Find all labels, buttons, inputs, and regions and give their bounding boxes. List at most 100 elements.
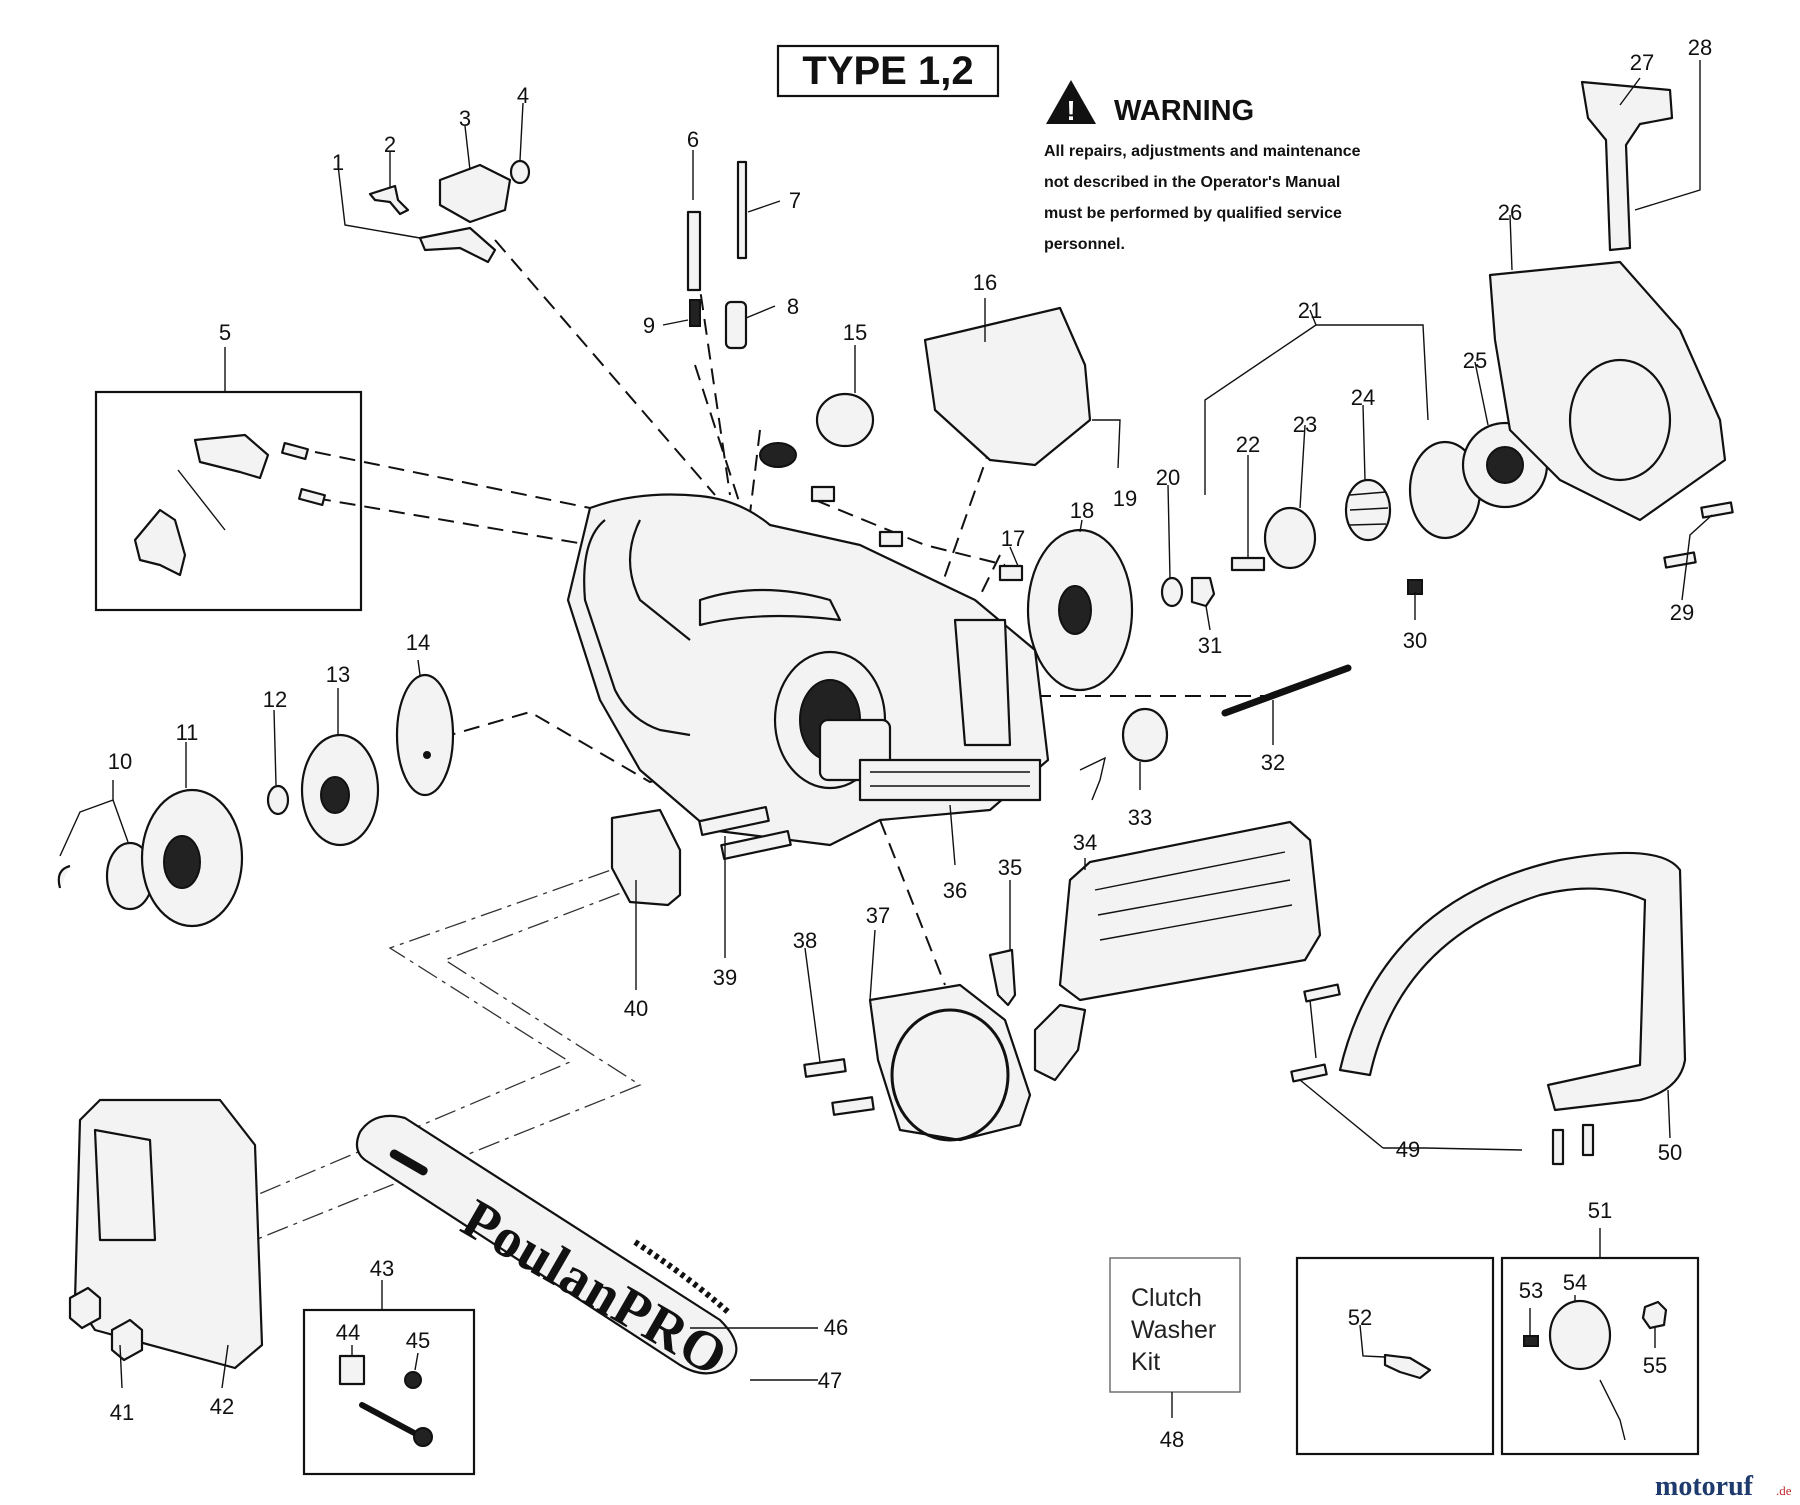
part-label-51: 51 — [1588, 1198, 1612, 1223]
part-35-spring — [988, 948, 1017, 1007]
part-38-screw-a — [803, 1058, 847, 1078]
part-52-box — [1295, 1256, 1495, 1456]
part-49-screw-d — [1581, 1123, 1595, 1157]
part-label-18: 18 — [1070, 498, 1094, 523]
part-40-plate — [610, 808, 682, 907]
kit-line-1: Clutch — [1131, 1284, 1202, 1312]
part-label-7: 7 — [789, 188, 801, 213]
part-20-washer — [1160, 576, 1184, 608]
part-label-42: 42 — [210, 1394, 234, 1419]
warning-line-2: not described in the Operator's Manual — [1044, 174, 1340, 191]
part-49-screw-b — [1290, 1063, 1328, 1083]
kit-line-3: Kit — [1131, 1348, 1160, 1376]
part-label-35: 35 — [998, 855, 1022, 880]
part-label-10: 10 — [108, 749, 132, 774]
part-label-39: 39 — [713, 965, 737, 990]
part-49-screw-a — [1303, 983, 1341, 1003]
part-27-handle — [1580, 80, 1674, 252]
part-label-38: 38 — [793, 928, 817, 953]
part-label-2: 2 — [384, 132, 396, 157]
part-label-13: 13 — [326, 662, 350, 687]
part-4-washer — [509, 159, 531, 185]
part-label-49: 49 — [1396, 1137, 1420, 1162]
part-33-cap — [1121, 707, 1169, 763]
part-label-25: 25 — [1463, 348, 1487, 373]
part-9-pin — [689, 299, 701, 327]
part-label-54: 54 — [1563, 1270, 1587, 1295]
part-label-32: 32 — [1261, 750, 1285, 775]
part-5-rod — [177, 469, 226, 531]
part-17-clip-b — [878, 530, 904, 548]
part-label-22: 22 — [1236, 432, 1260, 457]
part-38-screw-b — [831, 1096, 875, 1116]
part-label-26: 26 — [1498, 200, 1522, 225]
warning-triangle-icon — [1046, 80, 1096, 124]
part-2-spring — [368, 184, 410, 216]
type-box: TYPE 1,2 — [776, 44, 1000, 98]
part-label-23: 23 — [1293, 412, 1317, 437]
part-label-6: 6 — [687, 127, 699, 152]
part-label-36: 36 — [943, 878, 967, 903]
part-label-1: 1 — [332, 150, 344, 175]
part-34-brake-link — [1033, 1003, 1087, 1082]
part-label-16: 16 — [973, 270, 997, 295]
part-6-rod — [686, 210, 702, 292]
part-15-cap — [815, 392, 875, 448]
part-label-3: 3 — [459, 106, 471, 131]
part-label-12: 12 — [263, 687, 287, 712]
part-label-34: 34 — [1073, 830, 1097, 855]
part-34-brake-handle — [1058, 820, 1322, 1002]
part-label-9: 9 — [643, 313, 655, 338]
part-label-11: 11 — [176, 720, 199, 745]
part-label-53: 53 — [1519, 1278, 1543, 1303]
part-23-pulley — [1263, 506, 1317, 570]
part-label-30: 30 — [1403, 628, 1427, 653]
watermark-suffix: .de — [1776, 1483, 1792, 1498]
part-30-screw — [1407, 579, 1423, 595]
part-label-24: 24 — [1351, 385, 1375, 410]
part-label-45: 45 — [406, 1328, 430, 1353]
part-17-clip-c — [998, 564, 1024, 582]
part-37-brake-assembly — [868, 983, 1032, 1142]
part-54-pump — [1548, 1299, 1612, 1371]
part-39-bolt-b — [720, 829, 792, 861]
warning-line-1: All repairs, adjustments and maintenance — [1044, 143, 1361, 160]
leader-lines — [59, 60, 1713, 1418]
part-46-chain — [633, 1239, 731, 1315]
type-label: TYPE 1,2 — [802, 49, 973, 93]
warning-block: ! WARNING All repairs, adjustments and m… — [1044, 80, 1361, 253]
part-5-pin-a — [281, 441, 309, 461]
part-label-55: 55 — [1643, 1353, 1667, 1378]
warning-line-4: personnel. — [1044, 236, 1125, 253]
part-label-21: 21 — [1298, 298, 1322, 323]
part-44-block — [338, 1354, 366, 1386]
part-49-screw-c — [1551, 1128, 1565, 1166]
clutch-washer-kit-box — [1109, 1257, 1241, 1393]
watermark-name: motoruf — [1655, 1471, 1754, 1502]
part-label-50: 50 — [1658, 1140, 1682, 1165]
kit-line-2: Washer — [1131, 1316, 1216, 1344]
part-8-bushing — [724, 300, 748, 350]
part-53-screw — [1523, 1335, 1539, 1347]
part-label-5: 5 — [219, 320, 231, 345]
part-label-41: 41 — [110, 1400, 134, 1425]
warning-title: WARNING — [1114, 95, 1254, 127]
svg-text:!: ! — [1066, 95, 1075, 126]
part-label-8: 8 — [787, 294, 799, 319]
part-31-nut — [1190, 576, 1216, 608]
part-label-44: 44 — [336, 1320, 360, 1345]
part-12-washer — [266, 784, 290, 816]
warning-line-3: must be performed by qualified service — [1044, 205, 1342, 222]
crankcase-housing — [566, 493, 1050, 847]
part-33-strap — [1079, 756, 1107, 801]
part-50-front-handle — [1338, 851, 1687, 1112]
part-43-box — [302, 1308, 476, 1476]
part-label-17: 17 — [1001, 526, 1025, 551]
part-5-lockout — [133, 508, 187, 577]
watermark: motoruf .de — [1655, 1471, 1792, 1502]
part-22-screw — [1230, 556, 1266, 572]
part-label-29: 29 — [1670, 600, 1694, 625]
part-label-37: 37 — [866, 903, 890, 928]
part-5-throttle — [193, 433, 270, 480]
part-label-4: 4 — [517, 83, 529, 108]
